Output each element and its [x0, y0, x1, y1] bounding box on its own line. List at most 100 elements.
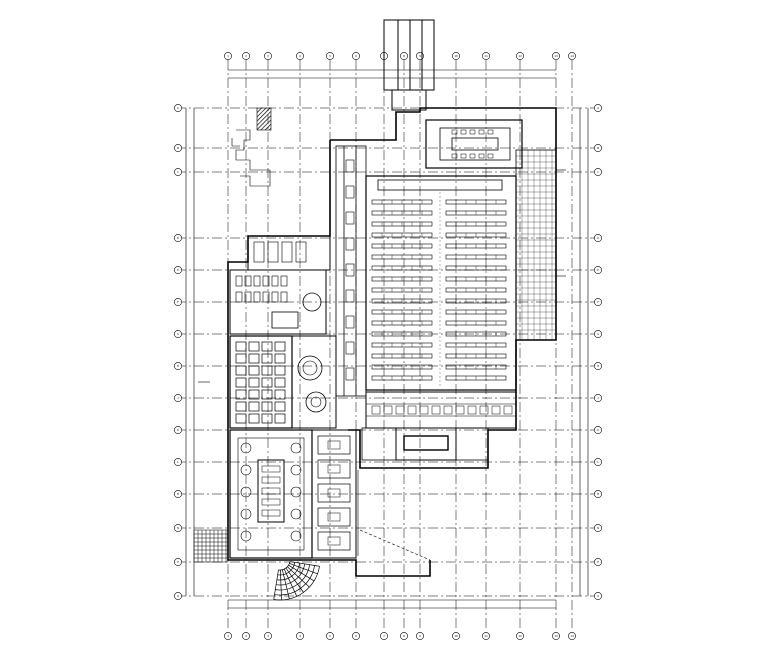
door: [345, 185, 355, 199]
side-rooms: [311, 429, 357, 559]
grid-bubble-right-label: A: [597, 106, 599, 110]
meeting-chair: [460, 153, 467, 159]
office-desk: [235, 377, 247, 388]
grid-bubble-right: [594, 558, 602, 566]
grid-bubble-right: [594, 168, 602, 176]
grid-bubble-left-label: E: [177, 268, 179, 272]
grid-bubble-left: [174, 558, 182, 566]
grid-bubble-right: [594, 330, 602, 338]
grid-bubble-left: [174, 524, 182, 532]
fixture: [235, 275, 243, 287]
reception-block: [361, 427, 489, 461]
lobby-column: [479, 405, 489, 415]
grid-bubble-left: [174, 362, 182, 370]
grid-bubble-right-label: B: [597, 146, 599, 150]
grid-bubble-bottom: [296, 632, 304, 640]
upper-meeting-room: [425, 119, 523, 169]
lobby-column: [443, 405, 453, 415]
office-desk: [261, 401, 273, 412]
grid-bubble-bottom-label: 12: [518, 634, 522, 638]
grid-bubble-left: [174, 330, 182, 338]
office-desk: [248, 401, 260, 412]
meeting-chair: [469, 153, 476, 159]
meeting-chair: [487, 129, 494, 135]
grid-bubble-bottom-label: 13: [554, 634, 558, 638]
grid-bubble-left: [174, 234, 182, 242]
grid-bubble-left-label: A: [177, 106, 179, 110]
lounge: [291, 335, 337, 429]
dimension-frame: [185, 69, 589, 609]
grid-bubble-bottom-label: 9: [419, 634, 421, 638]
grid-bubble-left-label: F: [177, 300, 179, 304]
grid-bubble-bottom-label: 2: [245, 634, 247, 638]
grid-bubble-right: [594, 524, 602, 532]
side-room-furniture: [327, 464, 341, 474]
grid-bubble-top-label: 1: [227, 54, 229, 58]
grid-bubble-bottom-label: 5: [329, 634, 331, 638]
office-desk: [248, 413, 260, 424]
dining-table: [290, 464, 302, 476]
grid-bubble-left-label: P: [177, 560, 179, 564]
grid-bubble-bottom-label: 11: [484, 634, 488, 638]
side-room: [317, 483, 351, 503]
grid-bubble-bottom-label: 14: [570, 634, 574, 638]
stair-riser: [287, 566, 310, 588]
meeting-chair: [478, 129, 485, 135]
paving-grid: [193, 529, 229, 563]
office-desk: [261, 377, 273, 388]
grid-bubble-right-label: D: [597, 236, 599, 240]
grid-bubble-bottom: [242, 632, 250, 640]
buffet-unit: [261, 476, 281, 484]
office-desk: [274, 341, 286, 352]
grid-bubble-top: [224, 52, 232, 60]
grid-bubble-top-label: 3: [267, 54, 269, 58]
grid-bubble-left: [174, 168, 182, 176]
grid-bubble-top-label: 12: [518, 54, 522, 58]
grid-bubble-left-label: K: [177, 428, 179, 432]
lobby-column: [383, 405, 393, 415]
grid-bubble-left: [174, 426, 182, 434]
grid-bubble-right: [594, 490, 602, 498]
dining-table: [290, 486, 302, 498]
buffet-unit: [261, 487, 281, 495]
lobby-column: [455, 405, 465, 415]
grid-bubble-right-label: Q: [597, 594, 599, 598]
grid-bubble-top-label: 14: [570, 54, 574, 58]
stair-tread: [273, 566, 320, 601]
dining-table: [240, 442, 252, 454]
grid-bubble-right-label: N: [597, 526, 599, 530]
office-desk: [274, 389, 286, 400]
stair-riser: [283, 568, 298, 597]
grid-bubble-top: [452, 52, 460, 60]
stair-riser: [289, 561, 320, 567]
lobby-column: [431, 405, 441, 415]
fixture: [262, 275, 270, 287]
grid-bubble-top-label: 10: [454, 54, 458, 58]
lobby-column: [395, 405, 405, 415]
south-lobby: [365, 391, 517, 429]
fixture: [271, 275, 279, 287]
grid-bubble-bottom: [552, 632, 560, 640]
grid-bubble-top-label: 2: [245, 54, 247, 58]
stair-riser: [273, 569, 279, 600]
meeting-chair: [451, 129, 458, 135]
stair-tread: [278, 561, 291, 571]
grid-bubble-right: [594, 144, 602, 152]
grid-bubble-right-label: J: [597, 396, 599, 400]
fixture: [244, 275, 252, 287]
grid-bubble-right: [594, 394, 602, 402]
buffet-unit: [261, 509, 281, 517]
grid-bubble-right-label: M: [597, 492, 599, 496]
office-desk: [235, 401, 247, 412]
annotation-marks: [198, 169, 566, 469]
dining-table: [290, 508, 302, 520]
grid-bubble-bottom-label: 7: [383, 634, 385, 638]
buffet-unit: [261, 498, 281, 506]
grid-bubble-top: [296, 52, 304, 60]
meeting-chair: [478, 153, 485, 159]
office-desk: [248, 389, 260, 400]
lobby-column: [491, 405, 501, 415]
fixture: [253, 291, 261, 303]
stair-riser: [281, 569, 290, 599]
